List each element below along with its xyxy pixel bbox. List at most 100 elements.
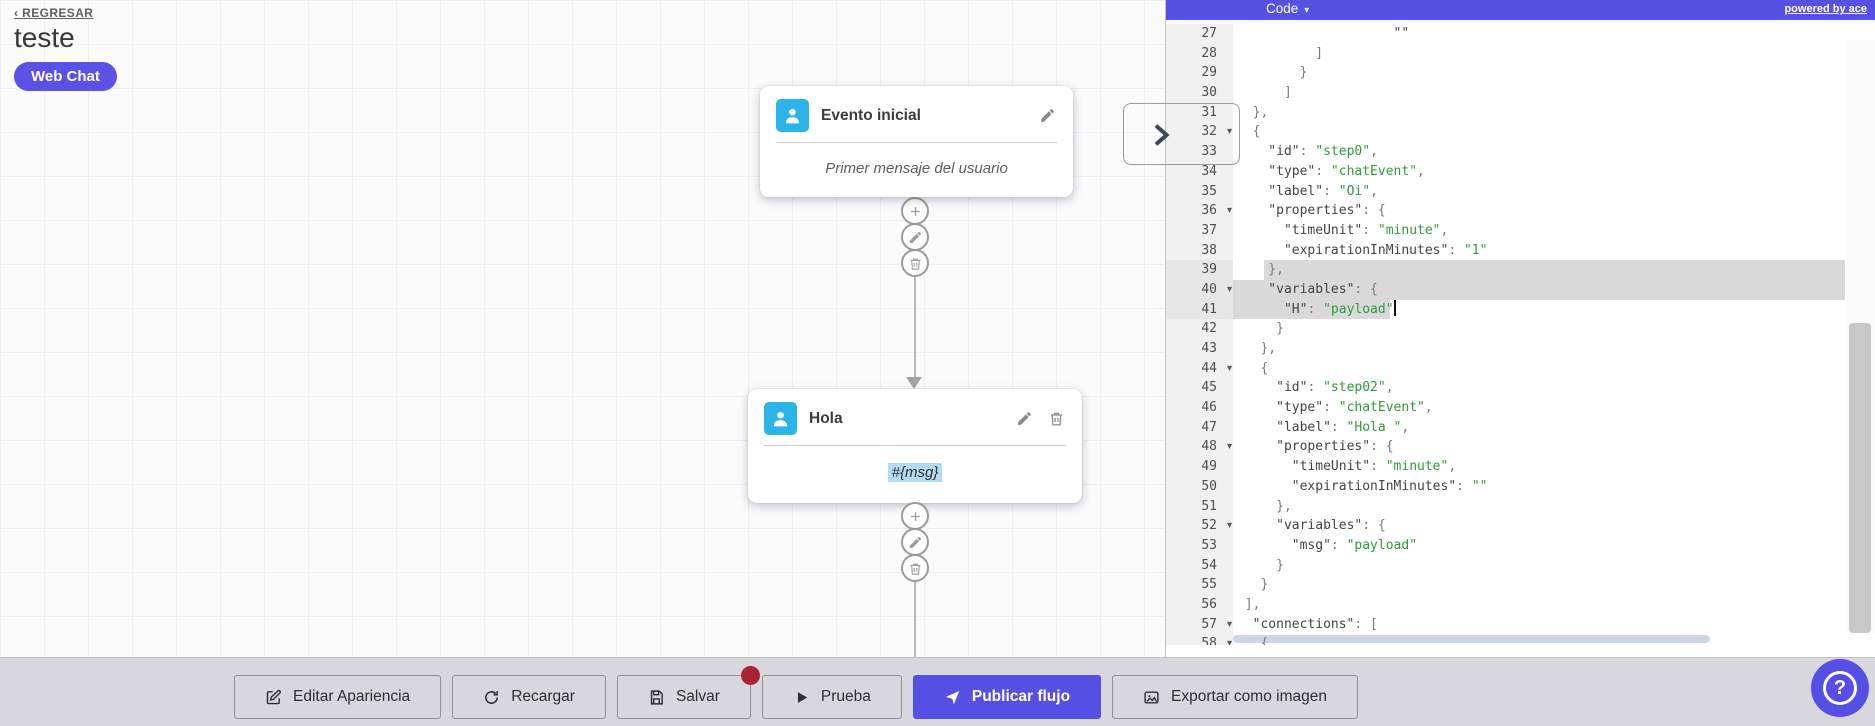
edit-appearance-button[interactable]: Editar Apariencia bbox=[234, 675, 442, 719]
line-number[interactable]: 50 bbox=[1166, 476, 1233, 497]
code-line-43[interactable]: 43}, bbox=[1166, 339, 1845, 359]
line-number[interactable]: 29 bbox=[1166, 63, 1233, 84]
fold-icon[interactable]: ▾ bbox=[1226, 283, 1232, 295]
fold-icon[interactable]: ▾ bbox=[1226, 205, 1232, 217]
code-line-57[interactable]: 57▾"connections": [ bbox=[1166, 614, 1845, 635]
code-line-49[interactable]: 49"timeUnit": "minute", bbox=[1166, 457, 1845, 477]
line-number[interactable]: 35 bbox=[1166, 181, 1233, 202]
code-line-37[interactable]: 37"timeUnit": "minute", bbox=[1166, 220, 1845, 241]
publish-flow-button[interactable]: Publicar flujo bbox=[912, 675, 1102, 719]
code-line-47[interactable]: 47"label": "Hola ", bbox=[1166, 417, 1845, 438]
node-evento-inicial[interactable]: Evento inicial Primer mensaje del usuari… bbox=[760, 86, 1073, 197]
code-line-31[interactable]: 31}, bbox=[1166, 102, 1845, 123]
line-number[interactable]: 38 bbox=[1166, 240, 1233, 261]
line-number[interactable]: 47 bbox=[1166, 417, 1233, 438]
code-line-32[interactable]: 32▾{ bbox=[1166, 122, 1845, 143]
line-number[interactable]: 44▾ bbox=[1166, 358, 1233, 379]
code-line-29[interactable]: 29} bbox=[1166, 63, 1845, 84]
code-editor[interactable]: 27""28]29}30]31},32▾{33"id": "step0",34"… bbox=[1166, 20, 1875, 645]
reload-button[interactable]: Recargar bbox=[452, 675, 606, 719]
line-number[interactable]: 40▾ bbox=[1166, 279, 1233, 300]
code-line-54[interactable]: 54} bbox=[1166, 555, 1845, 576]
code-line-27[interactable]: 27"" bbox=[1166, 24, 1845, 44]
code-line-42[interactable]: 42} bbox=[1166, 319, 1845, 339]
fold-icon[interactable]: ▾ bbox=[1226, 638, 1232, 645]
line-number[interactable]: 54 bbox=[1166, 555, 1233, 576]
line-number[interactable]: 58▾ bbox=[1166, 634, 1233, 645]
line-number[interactable]: 28 bbox=[1166, 43, 1233, 64]
add-step-button[interactable] bbox=[901, 502, 929, 530]
code-line-28[interactable]: 28] bbox=[1166, 43, 1845, 64]
line-number[interactable]: 31 bbox=[1166, 102, 1233, 123]
page-title: teste bbox=[14, 22, 75, 53]
line-number-text: 56 bbox=[1201, 596, 1217, 612]
fold-icon[interactable]: ▾ bbox=[1226, 126, 1232, 138]
back-link[interactable]: ‹ REGRESAR bbox=[14, 6, 94, 20]
fold-icon[interactable]: ▾ bbox=[1226, 441, 1232, 453]
code-line-46[interactable]: 46"type": "chatEvent", bbox=[1166, 398, 1845, 418]
line-number[interactable]: 56 bbox=[1166, 594, 1233, 615]
code-line-34[interactable]: 34"type": "chatEvent", bbox=[1166, 161, 1845, 182]
fold-icon[interactable]: ▾ bbox=[1226, 618, 1232, 630]
line-number[interactable]: 39 bbox=[1166, 260, 1233, 280]
line-number[interactable]: 57▾ bbox=[1166, 614, 1233, 635]
code-line-44[interactable]: 44▾{ bbox=[1166, 358, 1845, 379]
line-number[interactable]: 41 bbox=[1166, 299, 1233, 320]
edit-node-icon[interactable] bbox=[1037, 106, 1057, 126]
code-line-30[interactable]: 30] bbox=[1166, 83, 1845, 103]
line-number[interactable]: 53 bbox=[1166, 535, 1233, 556]
powered-by-ace-link[interactable]: powered by ace bbox=[1784, 3, 1867, 15]
code-line-39[interactable]: 39}, bbox=[1166, 260, 1845, 280]
flow-canvas[interactable]: ‹ REGRESAR teste Web Chat Evento inicial bbox=[0, 0, 1165, 657]
test-button[interactable]: Prueba bbox=[761, 675, 902, 719]
delete-node-icon[interactable] bbox=[1046, 409, 1066, 429]
code-line-33[interactable]: 33"id": "step0", bbox=[1166, 142, 1845, 162]
code-line-52[interactable]: 52▾"variables": { bbox=[1166, 516, 1845, 536]
delete-connection-button[interactable] bbox=[901, 249, 929, 277]
save-button[interactable]: Salvar bbox=[616, 666, 760, 719]
code-line-50[interactable]: 50"expirationInMinutes": "" bbox=[1166, 476, 1845, 497]
line-number[interactable]: 46 bbox=[1166, 398, 1233, 418]
line-number[interactable]: 55 bbox=[1166, 575, 1233, 595]
code-line-55[interactable]: 55} bbox=[1166, 575, 1845, 595]
vertical-scrollbar-thumb[interactable] bbox=[1849, 323, 1871, 633]
help-button[interactable]: ? bbox=[1811, 659, 1869, 717]
node-hola[interactable]: Hola #{msg} bbox=[748, 389, 1082, 503]
add-step-button[interactable] bbox=[901, 197, 929, 225]
code-line-48[interactable]: 48▾"properties": { bbox=[1166, 437, 1845, 458]
line-number[interactable]: 32▾ bbox=[1166, 122, 1233, 143]
line-number[interactable]: 42 bbox=[1166, 319, 1233, 339]
code-line-58[interactable]: 58▾{ bbox=[1166, 634, 1845, 645]
code-line-36[interactable]: 36▾"properties": { bbox=[1166, 201, 1845, 221]
line-number[interactable]: 52▾ bbox=[1166, 516, 1233, 536]
line-number[interactable]: 34 bbox=[1166, 161, 1233, 182]
fold-icon[interactable]: ▾ bbox=[1226, 520, 1232, 532]
code-line-41[interactable]: 41"H": "payload" bbox=[1166, 299, 1845, 320]
edit-node-icon[interactable] bbox=[1014, 409, 1034, 429]
code-line-38[interactable]: 38"expirationInMinutes": "1" bbox=[1166, 240, 1845, 261]
edit-connection-button[interactable] bbox=[901, 528, 929, 556]
code-mode-dropdown[interactable]: Code▾ bbox=[1266, 1, 1310, 16]
line-number[interactable]: 49 bbox=[1166, 457, 1233, 477]
code-line-45[interactable]: 45"id": "step02", bbox=[1166, 378, 1845, 399]
line-number[interactable]: 51 bbox=[1166, 496, 1233, 517]
code-line-56[interactable]: 56], bbox=[1166, 594, 1845, 615]
line-number[interactable]: 33 bbox=[1166, 142, 1233, 162]
line-number[interactable]: 27 bbox=[1166, 24, 1233, 44]
code-line-35[interactable]: 35"label": "Oi", bbox=[1166, 181, 1845, 202]
horizontal-scrollbar-thumb[interactable] bbox=[1233, 635, 1711, 643]
collapse-panel-button[interactable] bbox=[1123, 103, 1240, 165]
line-number[interactable]: 30 bbox=[1166, 83, 1233, 103]
fold-icon[interactable]: ▾ bbox=[1226, 362, 1232, 374]
code-line-51[interactable]: 51}, bbox=[1166, 496, 1845, 517]
line-number[interactable]: 43 bbox=[1166, 339, 1233, 359]
line-number[interactable]: 48▾ bbox=[1166, 437, 1233, 458]
code-line-53[interactable]: 53"msg": "payload" bbox=[1166, 535, 1845, 556]
code-line-40[interactable]: 40▾"variables": { bbox=[1166, 279, 1845, 300]
edit-connection-button[interactable] bbox=[901, 223, 929, 251]
export-image-button[interactable]: Exportar como imagen bbox=[1112, 675, 1358, 719]
line-number[interactable]: 36▾ bbox=[1166, 201, 1233, 221]
delete-connection-button[interactable] bbox=[901, 554, 929, 582]
line-number[interactable]: 45 bbox=[1166, 378, 1233, 399]
line-number[interactable]: 37 bbox=[1166, 220, 1233, 241]
